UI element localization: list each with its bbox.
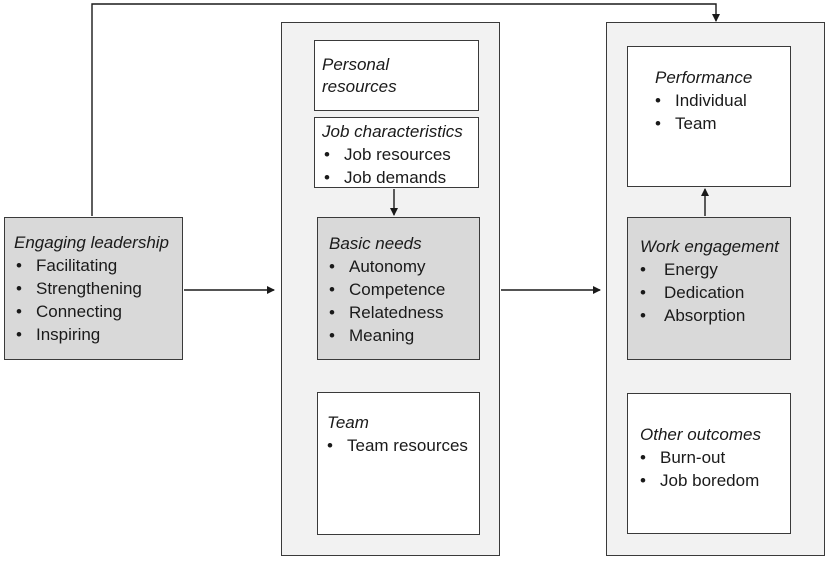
performance-box: Performance Individual Team xyxy=(627,46,791,187)
team-box: Team Team resources xyxy=(317,392,480,535)
engaging-leadership-box: Engaging leadership Facilitating Strengt… xyxy=(4,217,183,360)
list-item: Team xyxy=(655,112,790,135)
job-characteristics-box: Job characteristics Job resources Job de… xyxy=(314,117,479,189)
list-item: Autonomy xyxy=(329,255,479,278)
performance-title: Performance xyxy=(655,68,753,87)
other-outcomes-box: Other outcomes Burn-out Job boredom xyxy=(627,393,791,534)
list-item: Meaning xyxy=(329,324,479,347)
list-item: Connecting xyxy=(16,300,182,323)
list-item: Strengthening xyxy=(16,277,182,300)
list-item: Competence xyxy=(329,278,479,301)
list-item: Relatedness xyxy=(329,301,479,324)
work-engagement-box: Work engagement Energy Dedication Absorp… xyxy=(627,217,791,360)
leadership-to-outcomes-arrow xyxy=(91,3,720,216)
list-item: Job resources xyxy=(324,143,478,166)
list-item: Job boredom xyxy=(640,469,790,492)
list-item: Inspiring xyxy=(16,323,182,346)
personal-resources-title-line2: resources xyxy=(322,77,397,96)
list-item: Individual xyxy=(655,89,790,112)
team-title: Team xyxy=(327,413,369,432)
list-item: Job demands xyxy=(324,166,478,189)
job-characteristics-title: Job characteristics xyxy=(322,122,463,141)
personal-resources-box: Personal resources xyxy=(314,40,479,111)
list-item: Facilitating xyxy=(16,254,182,277)
list-item: Absorption xyxy=(640,304,790,327)
list-item: Team resources xyxy=(327,434,479,457)
list-item: Burn-out xyxy=(640,446,790,469)
personal-resources-title-line1: Personal xyxy=(322,55,390,74)
engaging-leadership-title: Engaging leadership xyxy=(14,233,170,252)
list-item: Dedication xyxy=(640,281,790,304)
other-outcomes-title: Other outcomes xyxy=(640,425,761,444)
basic-needs-title: Basic needs xyxy=(329,234,422,253)
list-item: Energy xyxy=(640,258,790,281)
work-engagement-title: Work engagement xyxy=(640,237,779,256)
basic-needs-box: Basic needs Autonomy Competence Relatedn… xyxy=(317,217,480,360)
